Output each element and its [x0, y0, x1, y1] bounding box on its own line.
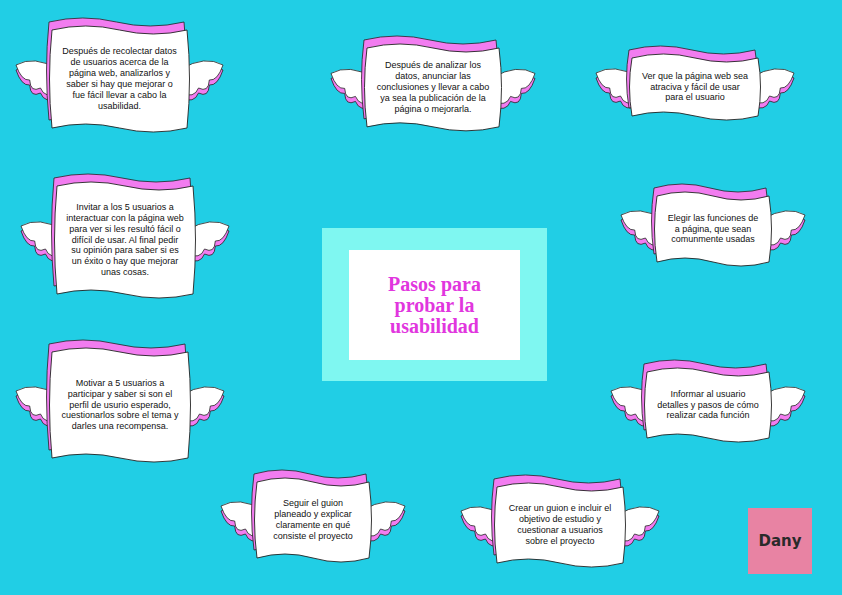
banner-card	[55, 182, 196, 298]
step-text: Después de recolectar datos de usuarios …	[61, 46, 178, 112]
banner-card	[365, 44, 502, 131]
step-text: Crear un guion e incluir el objetivo de …	[506, 503, 614, 547]
title: Pasos para probar la usabilidad	[375, 274, 495, 337]
banner-card	[255, 478, 372, 562]
winged-banner: Elegir las funciones de a página, que se…	[619, 184, 807, 274]
winged-banner: Después de recolectar datos de usuarios …	[14, 18, 225, 140]
banner-card	[50, 348, 191, 462]
winged-banner: Ver que la página web sea atraciva y fác…	[594, 46, 796, 128]
signature: Dany	[758, 532, 801, 550]
step-text: Elegir las funciones de a página, que se…	[666, 213, 760, 246]
winged-banner: Motivar a 5 usuarios a participar y sabe…	[14, 340, 226, 470]
winged-banner: Después de analizar los datos, anunciar …	[329, 36, 537, 139]
banner-card	[645, 368, 772, 442]
signature-box: Dany	[748, 508, 812, 574]
step-text: Informar al usuario detalles y pasos de …	[656, 389, 760, 422]
banner-card	[630, 54, 761, 120]
winged-banner: Crear un guion e incluir el objetivo de …	[459, 475, 661, 575]
winged-banner: Invitar a los 5 usuarios a interactuar c…	[19, 174, 231, 306]
step-text: Motivar a 5 usuarios a participar y sabe…	[61, 378, 179, 433]
step-text: Después de analizar los datos, anunciar …	[376, 60, 490, 115]
banner-card	[655, 192, 772, 266]
step-text: Invitar a los 5 usuarios a interactuar c…	[66, 202, 184, 279]
banner-card	[495, 483, 626, 567]
step-text: Seguir el guion planeado y explicar clar…	[266, 498, 360, 542]
title-panel: Pasos para probar la usabilidad	[349, 250, 520, 360]
banner-card	[50, 26, 190, 132]
winged-banner: Informar al usuario detalles y pasos de …	[609, 360, 807, 450]
step-text: Ver que la página web sea atraciva y fác…	[641, 71, 749, 104]
winged-banner: Seguir el guion planeado y explicar clar…	[219, 470, 407, 570]
title-frame: Pasos para probar la usabilidad	[322, 228, 547, 381]
